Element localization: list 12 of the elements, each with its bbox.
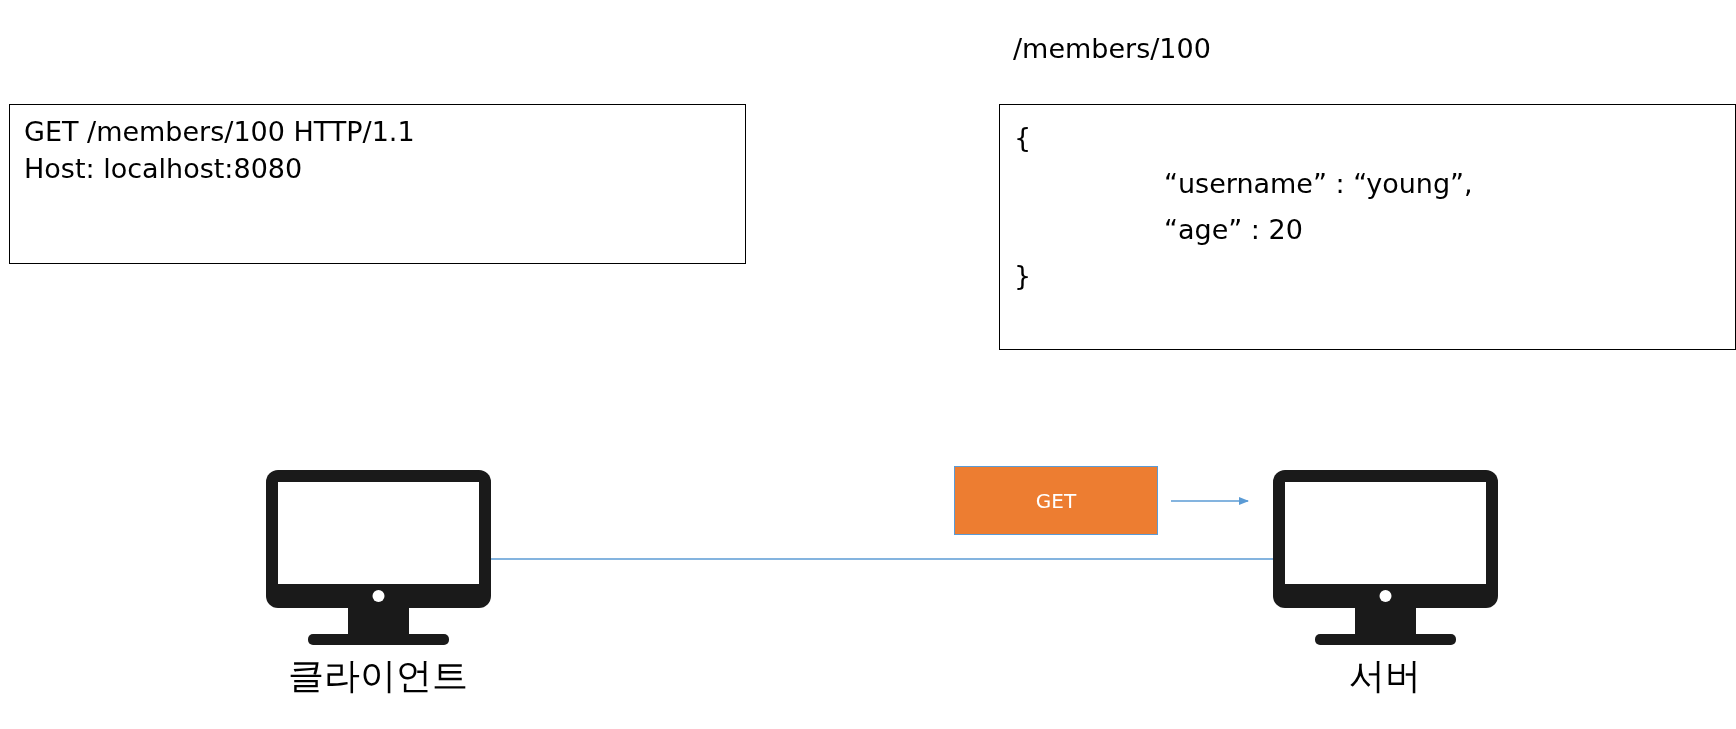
json-line: “age” : 20 (1163, 213, 1304, 247)
http-request-box (9, 104, 746, 264)
request-line: Host: localhost:8080 (24, 152, 304, 186)
connector-line (490, 558, 1274, 560)
json-line: } (1014, 259, 1033, 293)
resource-path: /members/100 (1013, 32, 1211, 66)
client-label: 클라이언트 (287, 654, 469, 698)
server-label: 서버 (1348, 654, 1422, 698)
http-method-tag: GET (954, 466, 1158, 535)
json-line: “username” : “young”, (1163, 167, 1474, 201)
request-line: GET /members/100 HTTP/1.1 (24, 115, 416, 149)
json-line: { (1014, 121, 1033, 155)
